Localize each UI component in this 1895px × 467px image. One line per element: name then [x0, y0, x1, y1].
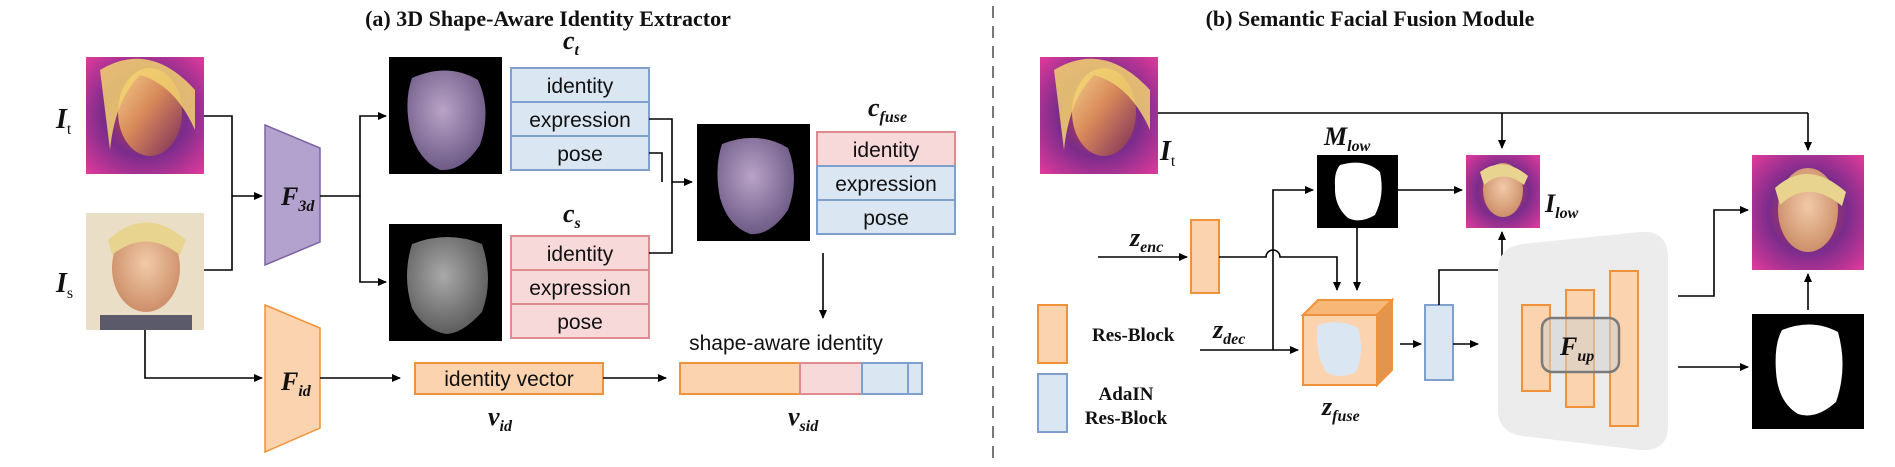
target-face-image-b — [1040, 57, 1158, 174]
ct-pose: pose — [557, 143, 603, 166]
res-block-enc — [1190, 219, 1220, 294]
shape-aware-identity-label: shape-aware identity — [689, 332, 883, 355]
mask-low — [1317, 155, 1398, 228]
arrow-fup-to-output — [1678, 206, 1749, 297]
label-f3d: F3d — [280, 182, 315, 215]
label-ct: ct — [563, 26, 580, 59]
title-left: (a) 3D Shape-Aware Identity Extractor — [365, 6, 731, 31]
arrow-is-to-fid — [144, 330, 263, 382]
label-is: Is — [55, 268, 73, 302]
cs-identity: identity — [547, 243, 614, 266]
label-zenc: zenc — [1129, 223, 1163, 256]
line-enc-branch — [1219, 249, 1341, 291]
identity-vector-label: identity vector — [444, 368, 574, 391]
label-ilow: Ilow — [1544, 189, 1579, 222]
cs-coefficients: identity expression pose — [510, 235, 650, 339]
arrow-ct-expression — [649, 118, 693, 186]
shape-aware-identity-vector — [679, 362, 923, 395]
ct-expression: expression — [529, 109, 631, 132]
arrow-enc-to-mlow — [1272, 186, 1314, 350]
legend-adain-swatch — [1037, 373, 1068, 433]
f3d-encoder-block — [264, 123, 321, 267]
arrow-ct-pose — [649, 152, 663, 182]
target-face-image — [86, 57, 204, 174]
legend-adain-label-1: AdaIN — [1099, 384, 1154, 405]
mesh-target — [389, 57, 502, 174]
cs-expression: expression — [529, 277, 631, 300]
label-cs: cs — [563, 199, 581, 232]
ct-identity: identity — [547, 75, 614, 98]
title-right: (b) Semantic Facial Fusion Module — [1206, 6, 1535, 31]
legend-res-block-label: Res-Block — [1092, 325, 1175, 346]
identity-vector-box — [414, 362, 604, 395]
label-it-b: It — [1159, 136, 1176, 170]
arrow-it-to-f3d — [204, 115, 263, 200]
cfuse-identity: identity — [853, 139, 920, 162]
arrow-is-to-f3d — [204, 196, 233, 271]
final-output-image — [1752, 155, 1864, 270]
label-zdec: zdec — [1212, 315, 1245, 348]
cfuse-coefficients: identity expression pose — [816, 131, 956, 235]
cfuse-pose: pose — [863, 207, 909, 230]
label-vid: vid — [488, 402, 513, 435]
mesh-source — [389, 224, 502, 341]
label-fup: Fup — [1559, 332, 1594, 365]
fid-encoder-block — [264, 303, 321, 454]
label-mlow: Mlow — [1323, 122, 1371, 155]
ct-coefficients: identity expression pose — [510, 67, 650, 171]
label-it: It — [55, 104, 72, 138]
arrow-adain-to-ilow — [1438, 231, 1506, 305]
label-vsid: vsid — [788, 402, 819, 435]
legend-res-block-swatch — [1037, 304, 1068, 364]
label-cfuse: cfuse — [868, 93, 907, 126]
arrow-f3d-to-mesh-s — [359, 196, 387, 286]
arrow-cs-identity — [649, 182, 673, 254]
fup-label-box — [1540, 316, 1621, 374]
zfuse-feature-volume — [1300, 297, 1395, 388]
label-fid: Fid — [280, 367, 312, 400]
label-zfuse: zfuse — [1321, 392, 1360, 425]
cs-pose: pose — [557, 311, 603, 334]
adain-res-block — [1424, 304, 1454, 381]
arrow-f3d-to-mesh-t — [320, 112, 387, 197]
mesh-fused — [697, 124, 810, 241]
source-face-image — [86, 213, 204, 330]
legend-adain-label-2: Res-Block — [1085, 408, 1168, 429]
final-mask-image — [1752, 314, 1864, 429]
output-low-image — [1466, 155, 1540, 228]
cfuse-expression: expression — [835, 173, 937, 196]
